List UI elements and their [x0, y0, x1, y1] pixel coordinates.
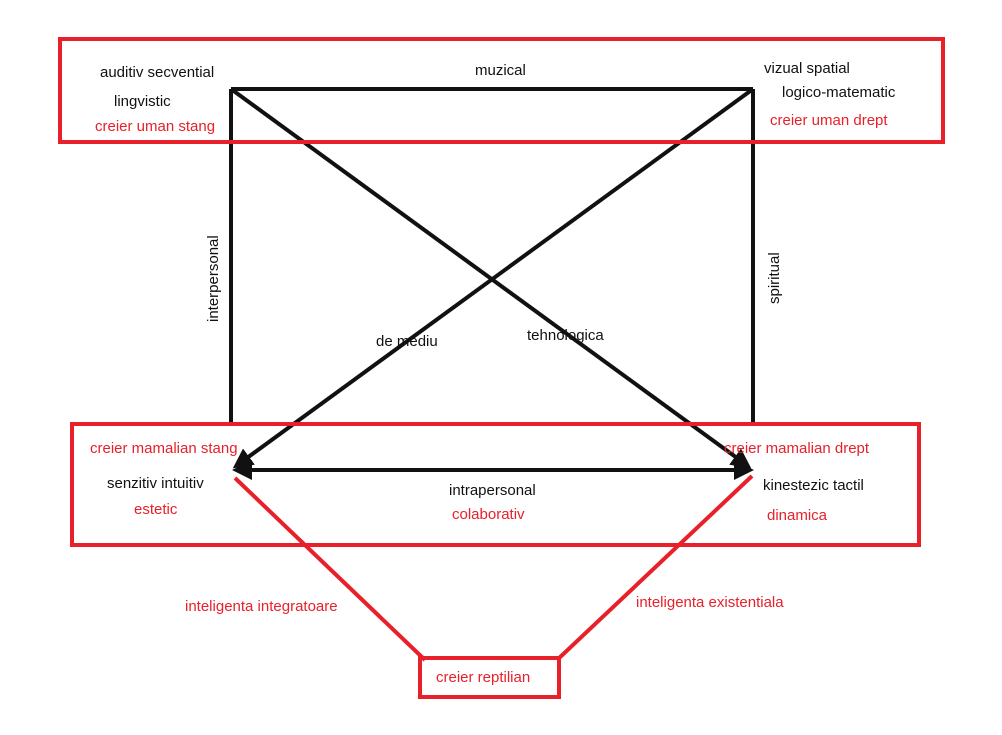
label-creier-mamalian-drept: creier mamalian drept	[724, 440, 870, 457]
red-line-right	[555, 474, 754, 662]
label-senzitiv-intuitiv: senzitiv intuitiv	[107, 475, 204, 492]
top-red-box	[58, 37, 945, 144]
label-tehnologica: tehnologica	[527, 327, 604, 344]
label-interpersonal: interpersonal	[205, 235, 222, 322]
red-line-left	[233, 476, 427, 662]
label-de-mediu: de mediu	[376, 333, 438, 350]
diagonal-de-mediu	[232, 87, 755, 469]
label-inteligenta-existentiala: inteligenta existentiala	[636, 594, 784, 611]
label-creier-uman-stang: creier uman stang	[95, 118, 215, 135]
label-dinamica: dinamica	[767, 507, 828, 524]
label-estetic: estetic	[134, 501, 178, 518]
label-logico-matematic: logico-matematic	[782, 84, 896, 101]
reptilian-box	[418, 656, 561, 699]
label-intrapersonal: intrapersonal	[449, 482, 536, 499]
label-kinestezic-tactil: kinestezic tactil	[763, 477, 864, 494]
label-lingvistic: lingvistic	[114, 93, 171, 110]
label-creier-uman-drept: creier uman drept	[770, 112, 888, 129]
label-inteligenta-integratoare: inteligenta integratoare	[185, 598, 338, 615]
label-creier-reptilian: creier reptilian	[436, 669, 530, 686]
diagonal-tehnologica	[229, 87, 752, 469]
label-spiritual: spiritual	[766, 252, 783, 304]
label-muzical: muzical	[475, 62, 526, 79]
label-auditiv-secvential: auditiv secvential	[100, 64, 214, 81]
label-vizual-spatial: vizual spatial	[764, 60, 850, 77]
bottom-red-box	[70, 422, 921, 547]
label-creier-mamalian-stang: creier mamalian stang	[90, 440, 238, 457]
label-colaborativ: colaborativ	[452, 506, 525, 523]
